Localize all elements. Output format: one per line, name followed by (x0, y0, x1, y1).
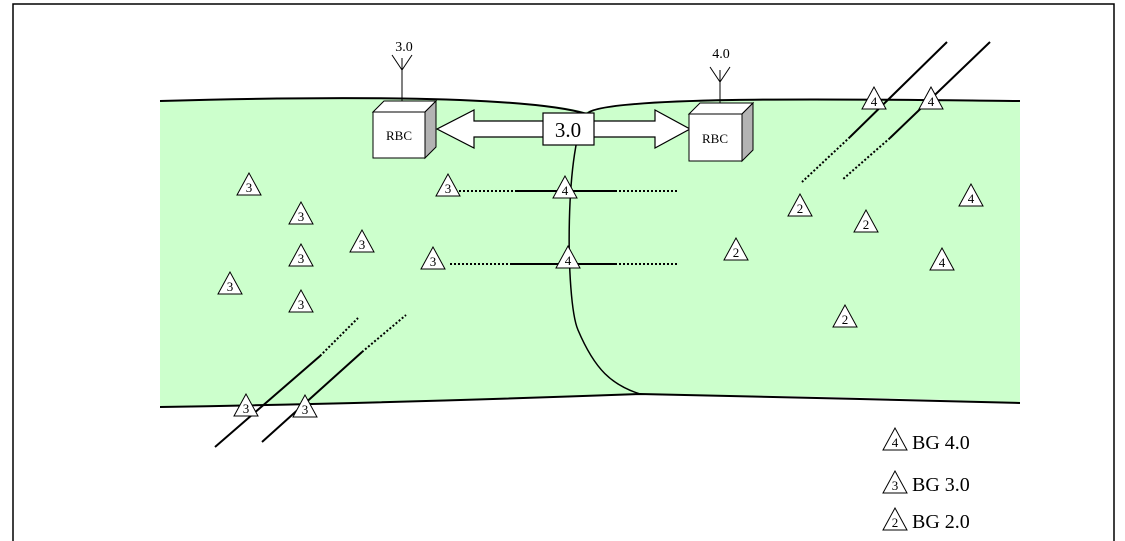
legend-item-bg3: 3 BG 3.0 (882, 470, 970, 496)
svg-text:4: 4 (928, 94, 935, 109)
balise: 2 (832, 304, 858, 328)
svg-text:3: 3 (302, 402, 309, 417)
balise: 3 (233, 393, 259, 417)
balise: 4 (929, 247, 955, 271)
track-diag-bl-2-dotted (361, 314, 407, 353)
balise: 4 (861, 86, 887, 110)
legend-label: BG 4.0 (912, 432, 970, 454)
area-boundary (568, 113, 641, 395)
legend-item-bg2: 2 BG 2.0 (882, 507, 970, 533)
svg-text:2: 2 (797, 201, 804, 216)
balise-group-right: 4 4 2 2 4 2 4 2 (723, 86, 984, 328)
track-diag-tr-1 (849, 41, 948, 138)
svg-text:3: 3 (445, 181, 452, 196)
top-edge (159, 97, 588, 115)
svg-text:2: 2 (892, 515, 899, 530)
svg-text:3: 3 (298, 209, 305, 224)
rbc-left-label: RBC (386, 128, 412, 143)
svg-text:2: 2 (863, 217, 870, 232)
balise: 2 (853, 209, 879, 233)
track-diag-bl-2 (261, 351, 363, 443)
balise: 2 (787, 193, 813, 217)
balise: 3 (288, 289, 314, 313)
balise: 3 (349, 229, 375, 253)
svg-text:2: 2 (733, 245, 740, 260)
balise: 4 (918, 86, 944, 110)
balise-group-bottom-tracks: 3 3 (233, 393, 318, 418)
balise-group-center: 3 4 3 4 (420, 173, 581, 270)
track-diag-tr-1-dotted (801, 136, 851, 183)
svg-text:3: 3 (892, 478, 899, 493)
balise: 4 (552, 175, 578, 199)
track-diag-bl-1-dotted (319, 317, 359, 357)
balise: 3 (420, 246, 446, 270)
svg-text:3: 3 (298, 251, 305, 266)
balise: 3 (288, 243, 314, 267)
legend-label: BG 2.0 (912, 511, 970, 533)
track-diag-bl-1 (214, 355, 321, 448)
balise: 3 (292, 394, 318, 418)
rbc-left: 3.0 RBC (371, 40, 438, 160)
balise: 2 (723, 237, 749, 261)
svg-text:3: 3 (246, 180, 253, 195)
svg-text:3: 3 (227, 279, 234, 294)
rbc-right-antenna-label: 4.0 (712, 47, 730, 62)
svg-text:3: 3 (359, 237, 366, 252)
link-label-box (542, 112, 595, 146)
top-edge-right (586, 98, 1021, 115)
svg-text:2: 2 (842, 312, 849, 327)
diagram-frame (12, 3, 1115, 541)
legend: 4 BG 4.0 3 BG 3.0 2 BG 2.0 (882, 427, 970, 533)
svg-text:4: 4 (562, 183, 569, 198)
balise: 3 (236, 172, 262, 196)
svg-text:3: 3 (298, 297, 305, 312)
svg-text:4: 4 (939, 255, 946, 270)
svg-text:3: 3 (243, 401, 250, 416)
balise: 4 (555, 245, 581, 269)
balise: 3 (217, 271, 243, 295)
svg-text:3: 3 (430, 254, 437, 269)
svg-text:4: 4 (565, 253, 572, 268)
right-area (568, 98, 1020, 403)
legend-label: BG 3.0 (912, 474, 970, 496)
balise: 3 (288, 201, 314, 225)
svg-text:4: 4 (968, 191, 975, 206)
balise: 4 (958, 183, 984, 207)
track-diag-tr-2 (889, 41, 991, 139)
balise-group-left: 3 3 3 3 3 3 (217, 172, 375, 313)
legend-item-bg4: 4 BG 4.0 (882, 427, 970, 454)
left-area (160, 97, 640, 408)
balise: 3 (435, 173, 461, 197)
rbc-right: 4.0 RBC (687, 47, 755, 163)
svg-text:4: 4 (892, 435, 899, 450)
svg-text:4: 4 (871, 94, 878, 109)
track-diag-tr-2-dotted (841, 137, 891, 181)
rbc-right-label: RBC (702, 131, 728, 146)
link-label: 3.0 (555, 118, 581, 142)
rbc-left-antenna-label: 3.0 (395, 40, 413, 55)
